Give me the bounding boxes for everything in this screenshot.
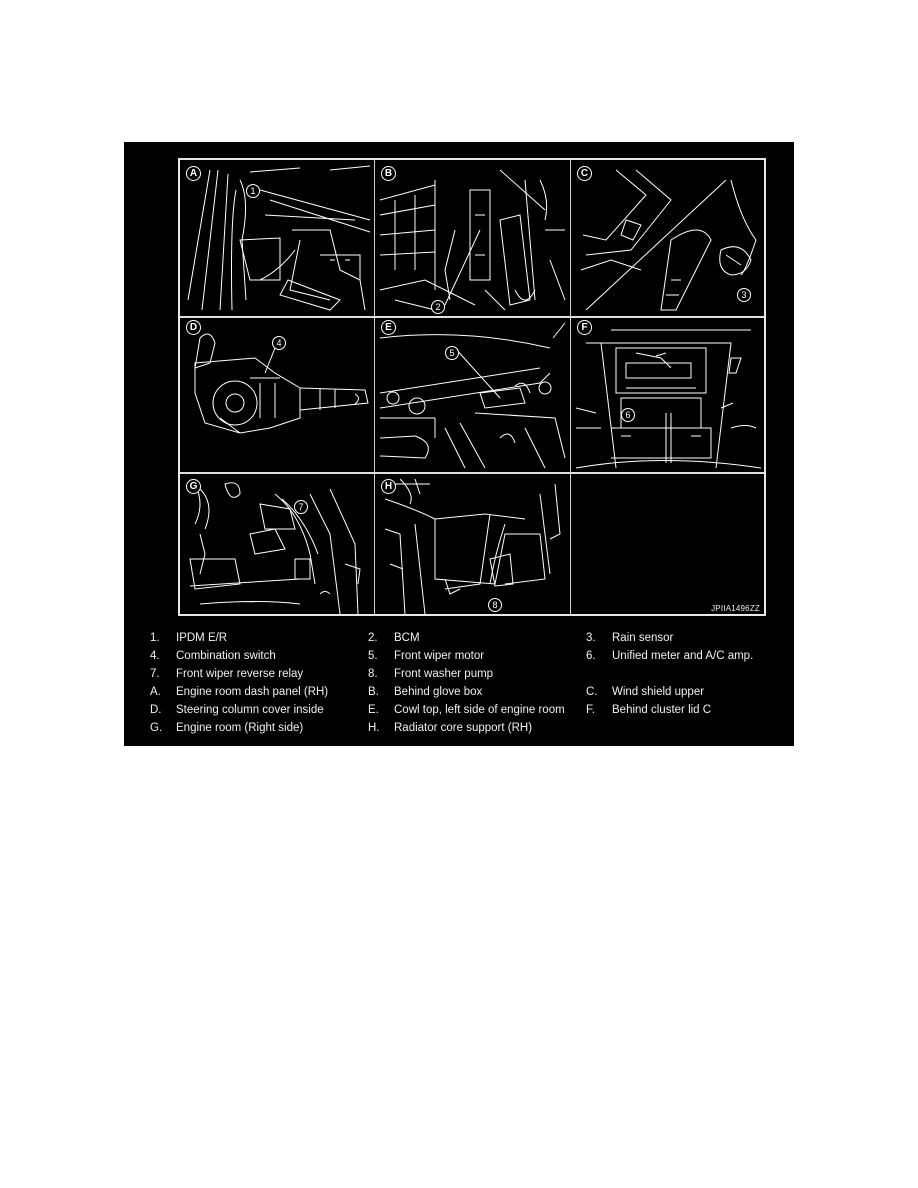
legend-text: Engine room dash panel (RH) [176,686,329,698]
panel-d-steering-column-cover: D 4 [180,318,374,472]
callout-1: 1 [246,184,260,198]
component-location-figure: A 1 B 2 [124,142,794,746]
unified-meter-illustration [575,329,762,469]
rain-sensor-illustration [580,169,757,311]
legend-row: 4. Combination switch 5. Front wiper mot… [124,650,794,667]
legend-row: G. Engine room (Right side) H. Radiator … [124,722,794,739]
legend-row: 7. Front wiper reverse relay 8. Front wa… [124,668,794,685]
panel-letter-d: D [186,320,201,335]
legend-key: 4. [150,650,160,662]
legend-text: Wind shield upper [612,686,705,698]
legend-key: E. [368,704,379,716]
callout-4: 4 [272,336,286,350]
legend-text: Behind glove box [394,686,483,698]
ipdm-illustration [187,165,371,311]
panel-letter-h: H [381,479,396,494]
illustration-grid: A 1 B 2 [178,158,766,616]
legend-key: F. [586,704,595,716]
callout-6: 6 [621,408,635,422]
panel-e-cowl-top: E 5 [375,318,570,472]
callout-3: 3 [737,288,751,302]
legend-text: IPDM E/R [176,632,228,644]
bcm-illustration [379,169,566,311]
callout-2: 2 [431,300,445,314]
legend-key: 8. [368,668,378,680]
legend-text: Combination switch [176,650,276,662]
panel-f-behind-cluster-lid: F 6 [571,318,766,472]
legend-key: 7. [150,668,160,680]
legend-key: 1. [150,632,160,644]
callout-8: 8 [488,598,502,612]
legend-key: G. [150,722,163,734]
legend-key: 3. [586,632,596,644]
wiper-reverse-relay-illustration [189,482,361,615]
panel-h-radiator-core-support: H 8 [375,474,570,616]
legend-text: Unified meter and A/C amp. [612,650,754,662]
legend-key: A. [150,686,161,698]
figure-id: JPIIA1496ZZ [711,604,760,613]
legend-text: Front wiper motor [394,650,485,662]
legend-text: Steering column cover inside [176,704,324,716]
grid-divider [374,160,375,614]
panel-letter-b: B [381,166,396,181]
washer-pump-illustration [384,478,561,615]
legend-key: B. [368,686,379,698]
legend-text: BCM [394,632,420,644]
legend-key: H. [368,722,380,734]
callout-5: 5 [445,346,459,360]
legend-key: 5. [368,650,378,662]
panel-letter-c: C [577,166,592,181]
panel-g-engine-room-right: G 7 [180,474,374,616]
legend-text: Engine room (Right side) [176,722,304,734]
legend-key: C. [586,686,598,698]
legend-text: Front washer pump [394,668,494,680]
panel-c-wind-shield-upper: C 3 [571,160,766,316]
legend-text: Cowl top, left side of engine room [394,704,565,716]
legend-key: 2. [368,632,378,644]
panel-letter-e: E [381,320,396,335]
wiper-motor-illustration [379,322,566,469]
panel-letter-g: G [186,479,201,494]
legend-row: 1. IPDM E/R 2. BCM 3. Rain sensor [124,632,794,649]
grid-divider [180,316,764,318]
panel-b-behind-glove-box: B 2 [375,160,570,316]
legend-row: A. Engine room dash panel (RH) B. Behind… [124,686,794,703]
legend-key: 6. [586,650,596,662]
callout-7: 7 [294,500,308,514]
panel-a-engine-room-dash-panel: A 1 [180,160,374,316]
grid-divider [180,472,764,474]
grid-divider [570,160,571,614]
legend-text: Behind cluster lid C [612,704,712,716]
combination-switch-illustration [194,333,369,434]
legend-text: Rain sensor [612,632,674,644]
legend-text: Radiator core support (RH) [394,722,533,734]
legend-text: Front wiper reverse relay [176,668,304,680]
panel-empty: JPIIA1496ZZ [571,474,766,616]
legend-key: D. [150,704,162,716]
panel-letter-a: A [186,166,201,181]
legend-row: D. Steering column cover inside E. Cowl … [124,704,794,721]
panel-letter-f: F [577,320,592,335]
